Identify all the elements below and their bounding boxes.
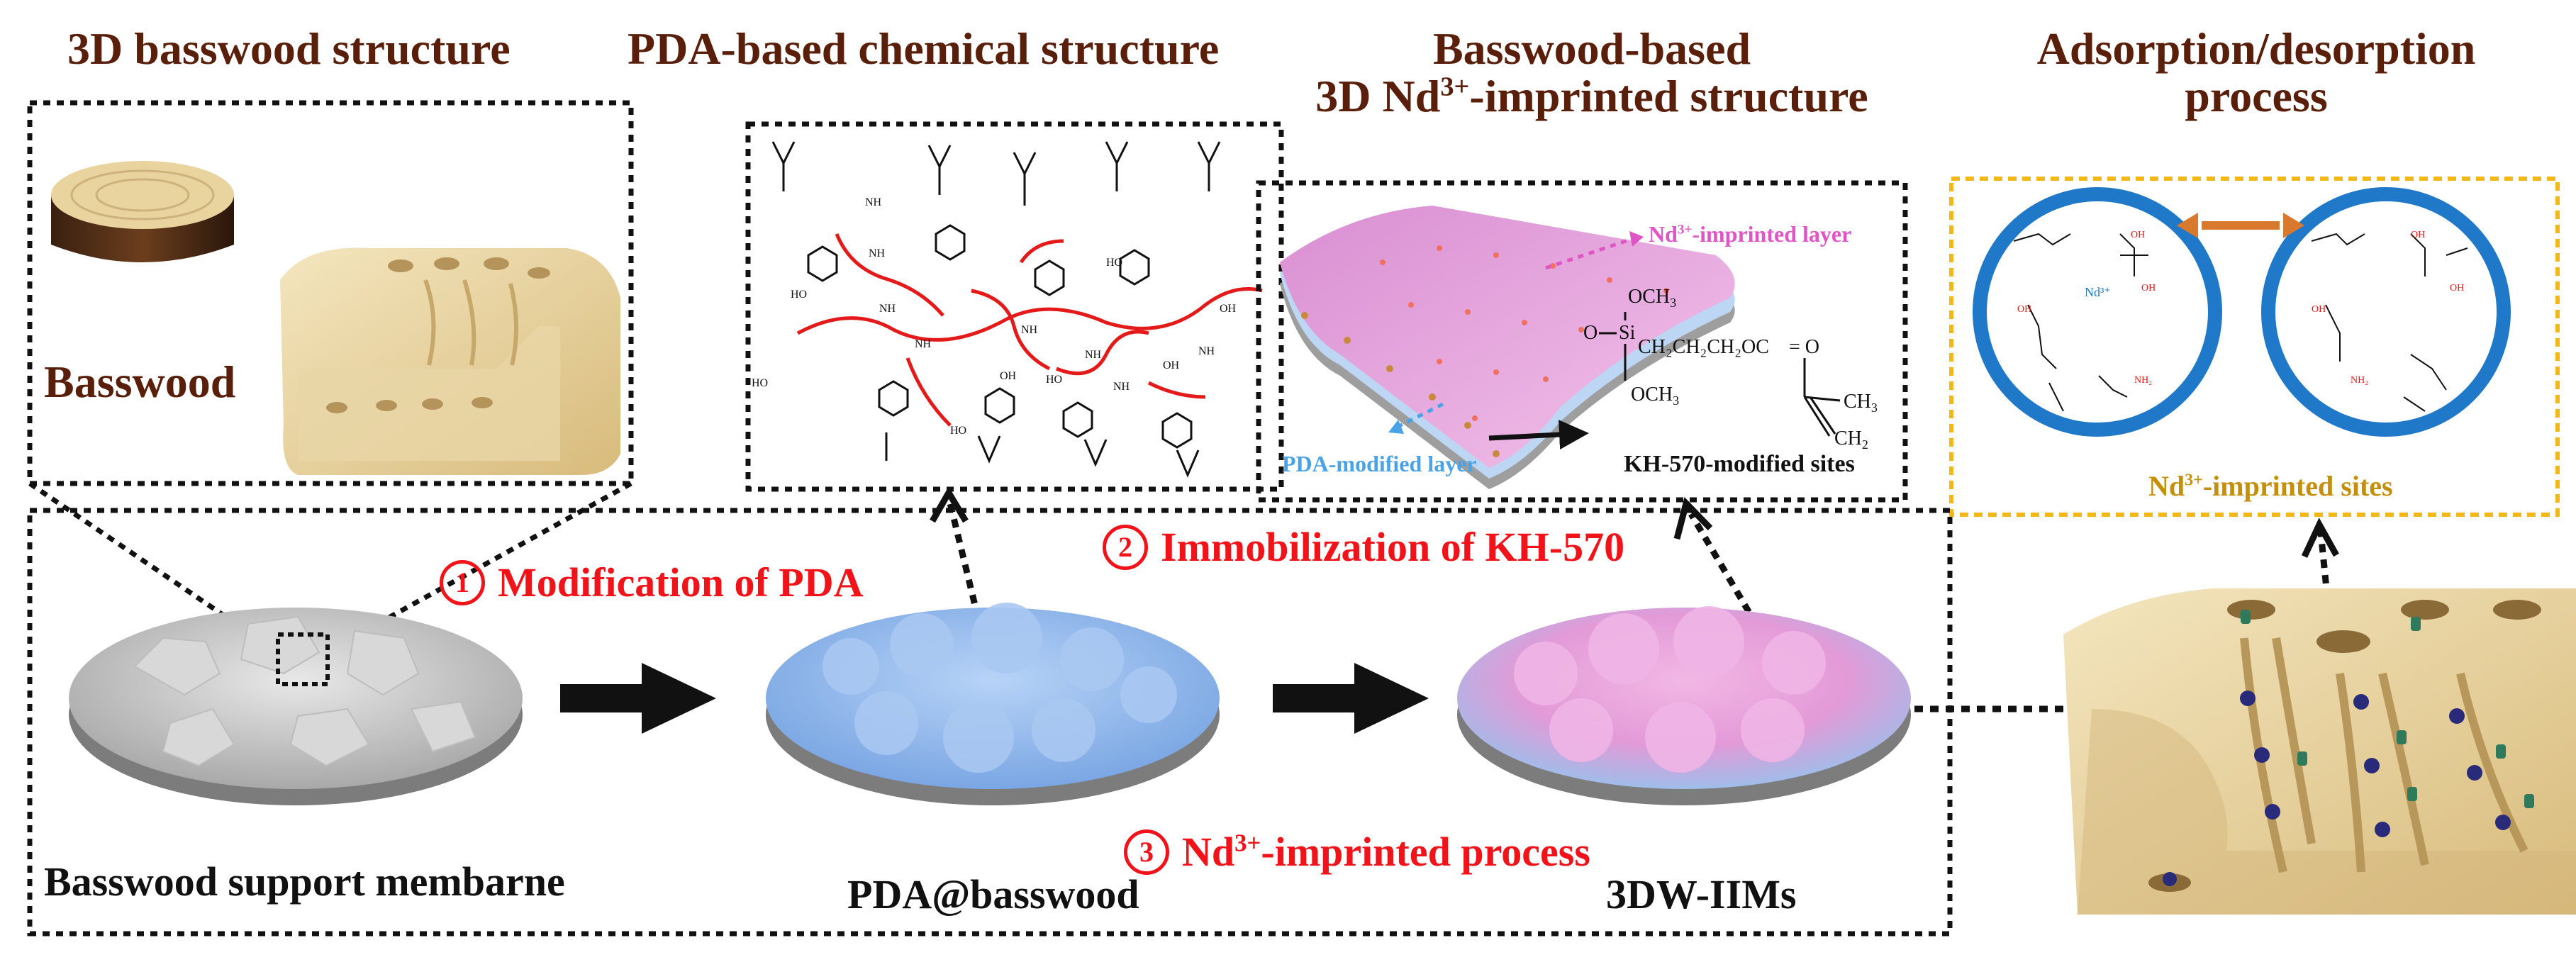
dotted-arrow-up-2-head (1673, 497, 1713, 540)
svg-text:OH: OH (1000, 370, 1017, 382)
imprinted-layer-pointer (1545, 236, 1635, 270)
chain-label: CH₂CH₂CH₂OC (1638, 336, 1769, 358)
heading-imprinted-line1: Basswood-based (1432, 23, 1751, 74)
heading-imprinted: Basswood-based 3D Nd3+-imprinted structu… (1255, 25, 1929, 120)
heading-basswood-structure: 3D basswood structure (67, 23, 511, 74)
iims-disk-icon (1457, 606, 1911, 805)
svg-text:NH: NH (879, 303, 896, 315)
dotted-arrow-up-2 (1688, 512, 1775, 654)
step3-number: 3 (1124, 829, 1169, 875)
pda-disk-icon (766, 603, 1220, 805)
svg-text:NH₂: NH₂ (2351, 375, 2368, 386)
membrane-disk-icon (69, 608, 523, 805)
ch2-label: CH2 (1834, 427, 1868, 452)
pda-layer-pointer (1392, 402, 1444, 431)
svg-text:NH: NH (915, 338, 932, 350)
svg-text:OH: OH (2312, 304, 2326, 315)
product-label: 3DW-IIMs (1606, 871, 1797, 917)
svg-text:OH: OH (2411, 230, 2425, 240)
svg-text:HO: HO (1106, 257, 1122, 269)
right-arrow-icon-2 (1273, 663, 1429, 734)
svg-text:OH: OH (2450, 283, 2464, 294)
heading-adsorption-line1: Adsorption/desorption (2036, 23, 2476, 74)
svg-text:NH₂: NH₂ (2134, 375, 2152, 386)
imprinted-sites-label: Nd3+-imprinted sites (2148, 470, 2393, 502)
kh570-pointer (1488, 420, 1589, 450)
dotted-arrow-up-3-head (2301, 518, 2339, 558)
svg-text:OH: OH (1220, 303, 1237, 315)
svg-text:NH: NH (1021, 324, 1038, 336)
svg-text:HO: HO (752, 377, 768, 389)
right-arrow-icon (560, 663, 716, 734)
porous-wood-block-icon (2063, 588, 2576, 915)
svg-text:HO: HO (1046, 374, 1062, 386)
svg-text:HO: HO (791, 289, 807, 301)
svg-text:OH: OH (1163, 359, 1180, 371)
pda-basswood-label: PDA@basswood (847, 871, 1139, 917)
heading-adsorption: Adsorption/desorption process (1951, 23, 2561, 122)
och3-top-label: OCH3 (1628, 286, 1676, 310)
svg-text:NH: NH (865, 196, 882, 208)
zoom-line-left (28, 481, 279, 654)
kh570-chemistry: OCH3 O Si CH₂CH₂CH₂OC = O OCH3 CH3 CH2 (1583, 286, 1878, 452)
svg-text:OH: OH (2017, 304, 2031, 315)
basswood-support-label: Basswood support membarne (44, 859, 565, 905)
svg-text:NH: NH (1113, 381, 1130, 393)
o-label: O (1583, 322, 1598, 344)
adsorption-panel: OH OH OH OH OH OH NH₂ NH₂ Nd³⁺ (1949, 177, 2560, 517)
imprinted-layer-label: Nd3+-imprinted layer (1649, 221, 1852, 247)
process-frame (27, 508, 1953, 937)
eq-o-label: = O (1789, 336, 1819, 358)
step2-number: 2 (1103, 525, 1148, 570)
svg-text:OH: OH (2141, 283, 2156, 294)
pda-layer-pointer-head (1388, 420, 1404, 434)
svg-text:OH: OH (2131, 230, 2145, 240)
basswood-block-icon (280, 247, 620, 475)
svg-text:HO: HO (950, 425, 966, 437)
svg-text:NH: NH (1198, 345, 1215, 357)
imprinted-structure-panel (1256, 180, 1908, 503)
pda-modified-layer-label: PDA-modified layer (1282, 451, 1477, 476)
heading-imprinted-line2: 3D Nd3+-imprinted structure (1315, 71, 1868, 122)
heading-adsorption-line2: process (2185, 71, 2328, 122)
svg-text:NH: NH (869, 247, 886, 259)
heading-pda-chemical: PDA-based chemical structure (628, 23, 1220, 74)
kh570-sites-label: KH-570-modified sites (1624, 451, 1855, 477)
basswood-log-icon (51, 161, 234, 262)
zoom-line-right (325, 481, 632, 655)
ch3-label: CH3 (1844, 391, 1878, 415)
double-arrow-icon (2177, 213, 2304, 238)
svg-text:NH: NH (1085, 349, 1102, 361)
basswood-label: Basswood (44, 357, 236, 407)
basswood-panel (27, 100, 634, 486)
nd-ion-label: Nd³⁺ (2085, 285, 2111, 299)
step1-number: 1 (440, 560, 485, 605)
pda-structure-panel: NH NH NH NH NH NH NH NH HO OH HO HO OH HO HO OH (745, 121, 1284, 492)
och3-bottom-label: OCH3 (1631, 384, 1679, 408)
imprinted-layer-pointer-head (1629, 231, 1644, 247)
si-label: Si (1619, 322, 1636, 344)
